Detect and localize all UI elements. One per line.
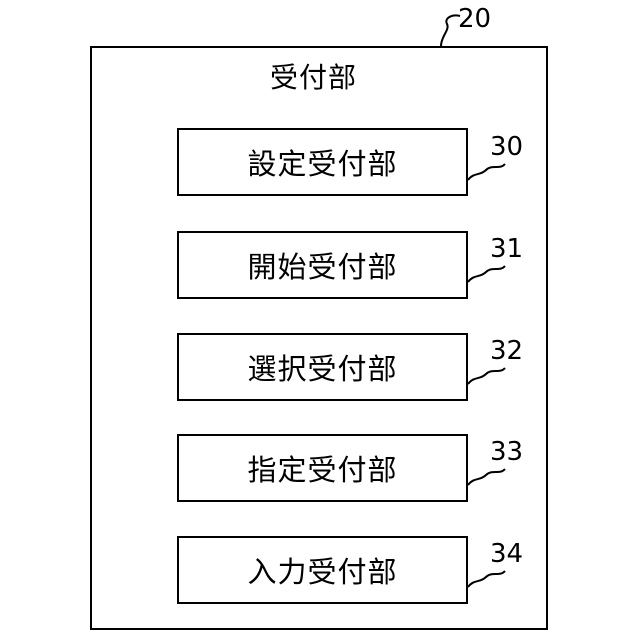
ref-number-31: 31: [490, 234, 523, 264]
designation-receiving-unit-box: 指定受付部: [177, 434, 468, 502]
start-receiving-unit-box: 開始受付部: [177, 231, 468, 299]
input-receiving-unit-box: 入力受付部: [177, 536, 468, 604]
ref-number-33: 33: [490, 437, 523, 467]
ref-number-30: 30: [490, 132, 523, 162]
receiving-unit-title: 受付部: [270, 58, 380, 98]
ref-number-32: 32: [490, 336, 523, 366]
setting-receiving-unit-box: 設定受付部: [177, 128, 468, 196]
selection-receiving-unit-box: 選択受付部: [177, 333, 468, 401]
ref-number-20: 20: [458, 4, 491, 34]
ref-number-34: 34: [490, 539, 523, 569]
